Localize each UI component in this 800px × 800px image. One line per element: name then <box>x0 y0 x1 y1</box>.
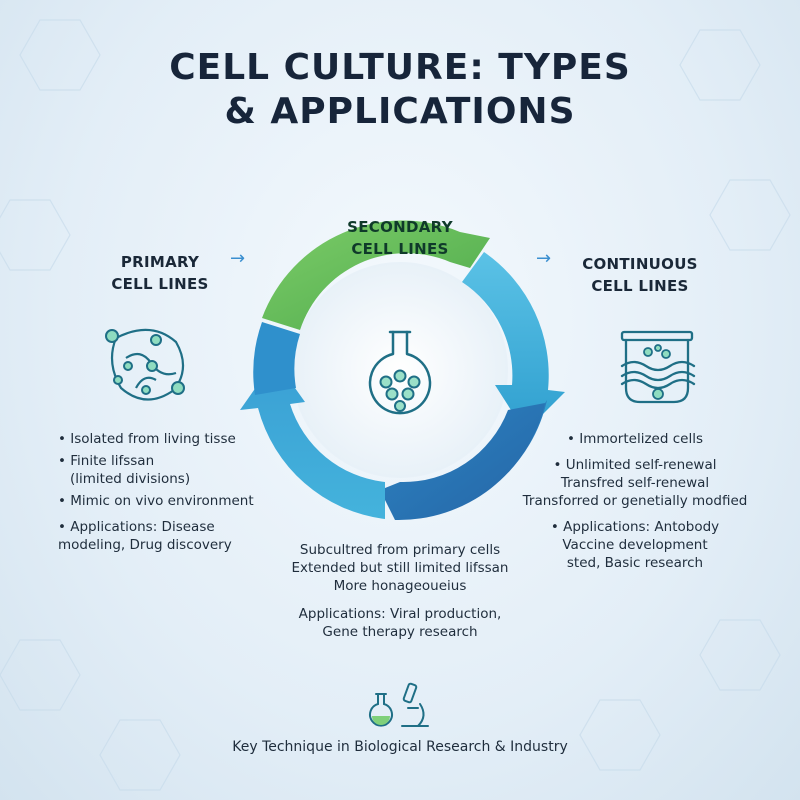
list-item: Extended but still limited lifssan <box>291 560 509 576</box>
arrow-secondary-to-continuous: → <box>536 248 552 269</box>
stage-continuous-title: CONTINUOUS CELL LINES <box>565 253 715 297</box>
list-item: Vaccine development <box>562 537 708 553</box>
stage-primary-title-line1: PRIMARY <box>120 253 200 271</box>
arrow-primary-to-secondary: → <box>230 248 246 269</box>
microscope-icon <box>401 682 429 727</box>
list-item: • Mimic on vivo environment <box>58 493 254 509</box>
flask-icon <box>369 693 393 727</box>
page-title-line1: CELL CULTURE: TYPES <box>169 47 631 88</box>
stage-secondary-title-line2: CELL LINES <box>351 240 449 258</box>
stage-continuous-title-line1: CONTINUOUS <box>582 255 698 273</box>
list-item: (limited divisions) <box>70 471 191 487</box>
list-item: More honageoueius <box>333 578 467 594</box>
list-item: • Finite lifssan <box>58 453 155 469</box>
tissue-cells-icon <box>105 328 185 401</box>
footer-icons <box>369 682 429 727</box>
list-item: • Immortelized cells <box>567 431 703 447</box>
stage-secondary-details: Subcultred from primary cells Extended b… <box>250 541 550 645</box>
list-item: Transfred self-renewal <box>560 475 710 491</box>
culture-vessel-icon <box>620 330 696 404</box>
ring-segment-bottom <box>380 403 545 521</box>
list-item: • Isolated from living tisse <box>58 431 236 447</box>
stage-primary-title: PRIMARY CELL LINES <box>100 251 220 295</box>
list-item: Subcultred from primary cells <box>299 542 501 558</box>
stage-secondary-title: SECONDARY CELL LINES <box>330 216 470 260</box>
page-title-line2: & APPLICATIONS <box>224 91 576 132</box>
list-item: sted, Basic research <box>566 555 704 571</box>
stage-secondary-title-line1: SECONDARY <box>347 218 453 236</box>
list-item: Transforred or genetially modfied <box>522 493 748 509</box>
flask-icon <box>368 330 432 415</box>
ring-segment-secondary <box>262 220 490 330</box>
footer-tagline: Key Technique in Biological Research & I… <box>232 739 568 755</box>
list-item: modeling, Drug discovery <box>58 537 232 553</box>
stage-continuous-details: • Immortelized cells • Unlimited self-re… <box>500 430 770 576</box>
list-item: • Unlimited self-renewal <box>553 457 717 473</box>
list-item: Applications: Viral production, <box>298 606 502 622</box>
stage-primary-details: • Isolated from living tisse • Finite li… <box>58 430 298 558</box>
stage-primary-title-line2: CELL LINES <box>111 275 209 293</box>
list-item: • Applications: Disease <box>58 519 215 535</box>
ring-segment-right-upper <box>462 252 565 432</box>
stage-continuous-title-line2: CELL LINES <box>591 277 689 295</box>
list-item: Gene therapy research <box>322 624 478 640</box>
list-item: • Applications: Antobody <box>550 519 720 535</box>
ring-segment-left-lower <box>240 360 385 519</box>
ring-segment-left-upper <box>253 322 300 395</box>
